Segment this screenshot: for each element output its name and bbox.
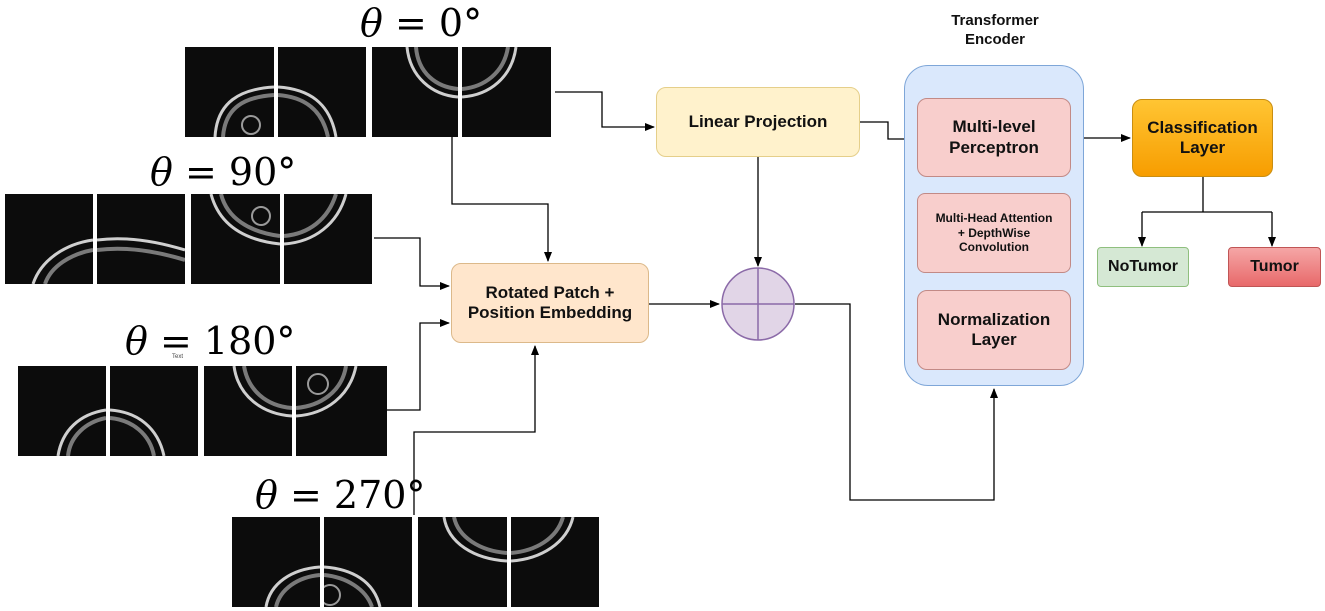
rotation-label-270: θ = 270° bbox=[255, 473, 426, 517]
add-node bbox=[721, 267, 795, 341]
tumor-output: Tumor bbox=[1228, 247, 1321, 287]
linear-projection-box: Linear Projection bbox=[656, 87, 860, 157]
rotation-label-0: θ = 0° bbox=[360, 1, 483, 45]
mri-patch bbox=[372, 47, 458, 137]
rotation-label-180: θ = 180° bbox=[125, 319, 296, 363]
edge-linear-projection-to-mlp bbox=[860, 121, 916, 143]
stray-text-label: Text bbox=[172, 354, 184, 360]
patches-0deg bbox=[185, 47, 555, 137]
patches-90deg bbox=[5, 194, 374, 284]
normalization-box: Normalization Layer bbox=[917, 290, 1071, 370]
patches-270deg bbox=[232, 517, 601, 607]
mri-patch bbox=[462, 47, 551, 137]
edge-270deg-to-rotated-patch bbox=[413, 345, 539, 515]
mri-patch bbox=[232, 517, 320, 607]
mri-patch bbox=[5, 194, 93, 284]
mri-patch bbox=[296, 366, 387, 456]
mri-patch bbox=[185, 47, 274, 137]
mri-patch bbox=[418, 517, 507, 607]
edge-180deg-to-rotated-patch bbox=[387, 319, 450, 411]
rotated-patch-box: Rotated Patch + Position Embedding bbox=[451, 263, 649, 343]
mri-patch bbox=[284, 194, 372, 284]
edge-90deg-to-rotated-patch bbox=[374, 237, 450, 290]
edge-0deg-to-rotated-patch bbox=[451, 137, 552, 262]
classification-layer-box: Classification Layer bbox=[1132, 99, 1273, 177]
mri-patch bbox=[204, 366, 292, 456]
mri-patch bbox=[18, 366, 106, 456]
mri-patch bbox=[191, 194, 280, 284]
edge-classification-split bbox=[1142, 177, 1272, 213]
mri-patch bbox=[324, 517, 412, 607]
mri-patch bbox=[511, 517, 599, 607]
mlp-box: Multi-level Perceptron bbox=[917, 98, 1071, 177]
edge-add-to-normalization bbox=[795, 303, 998, 501]
rotation-label-90: θ = 90° bbox=[150, 150, 297, 194]
attention-box: Multi-Head Attention + DepthWise Convolu… bbox=[917, 193, 1071, 273]
no-tumor-output: NoTumor bbox=[1097, 247, 1189, 287]
patches-180deg bbox=[18, 366, 387, 456]
mri-patch bbox=[278, 47, 366, 137]
mri-patch bbox=[110, 366, 198, 456]
transformer-encoder-title: Transformer Encoder bbox=[951, 12, 1039, 48]
mri-patch bbox=[97, 194, 185, 284]
edge-0deg-to-linear-projection bbox=[555, 91, 655, 131]
